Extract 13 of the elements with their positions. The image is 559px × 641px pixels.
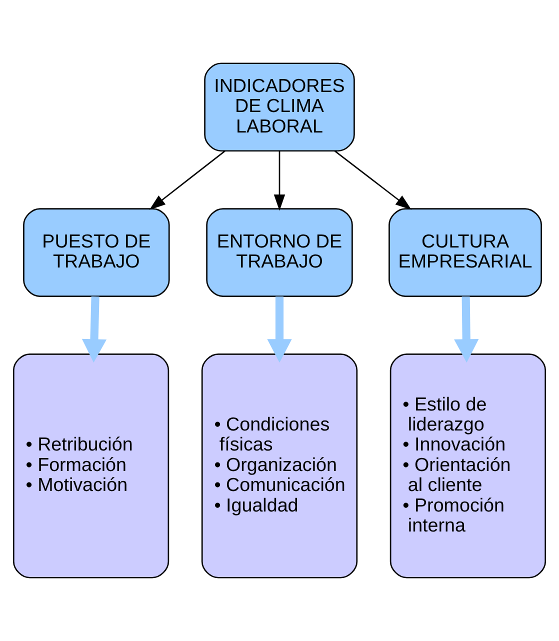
node-box: INDICADORES DE CLIMA LABORAL (204, 62, 355, 152)
arrow (334, 150, 412, 210)
arrow (267, 296, 292, 363)
node-box: • Condiciones físicas • Organización • Comunicación • Igualdad (201, 353, 358, 578)
node-box: • Retribución • Formación • Motivación (12, 353, 170, 578)
arrow (274, 150, 286, 211)
arrow (149, 150, 226, 210)
node-box: ENTORNO DE TRABAJO (206, 208, 353, 297)
node-box: CULTURA EMPRESARIAL (388, 208, 542, 297)
arrow (82, 296, 107, 363)
arrow (454, 296, 479, 363)
node-box: PUESTO DE TRABAJO (23, 208, 170, 297)
node-box: • Estilo de liderazgo • Innovación • Orientación al cliente • Promoción interna (390, 353, 546, 578)
